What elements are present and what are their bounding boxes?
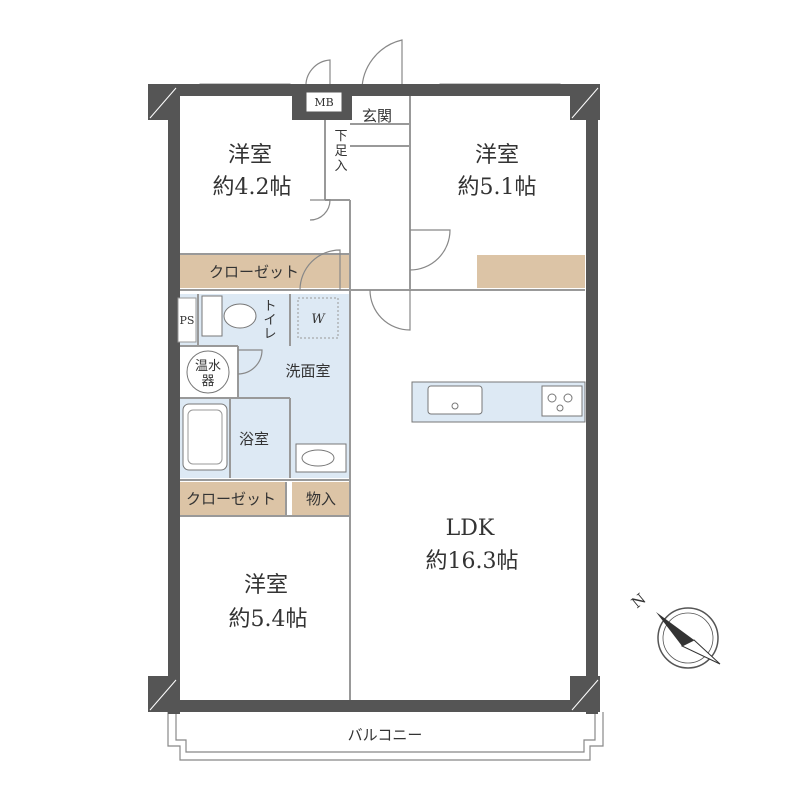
room-ne-area: 約5.1帖 [458,175,537,200]
closet-ne [477,255,585,288]
closet-upper [178,255,350,288]
compass-icon [656,607,721,669]
storage [292,482,350,515]
bath-label: 浴室 [239,430,269,448]
room-nw-area: 約4.2帖 [213,175,292,200]
washroom-label: 洗面室 [285,362,330,380]
mb-box [305,91,343,113]
water-heater-label-1: 温水 [195,359,221,374]
toilet-label-3: レ [263,327,276,342]
mb-label: MB [314,96,333,109]
washer-space [297,297,339,339]
room-sw-name: 洋室 [244,573,288,598]
closet-upper-label: クローゼット [209,263,299,281]
closet-lower [178,482,286,515]
shoe-label-2: 足 [334,144,347,159]
toilet-fixture [201,295,257,337]
ps-box [177,297,197,343]
closet-lower-label: クローゼット [186,490,276,508]
doors [237,39,451,375]
water-heater [186,350,230,394]
genkan-label: 玄関 [362,107,392,125]
shoe-label-1: 下 [334,129,347,144]
room-nw-name: 洋室 [228,143,272,168]
balcony [167,712,604,761]
toilet-label-2: イ [263,313,276,328]
room-ldk-area: 約16.3帖 [426,549,519,574]
room-sw-area: 約5.4帖 [229,607,308,632]
ps-label: PS [180,314,195,327]
washer-label: W [311,312,326,327]
kitchen-counter [411,381,586,423]
compass-label: N [628,590,650,612]
exterior-walls [148,84,600,714]
room-ne-name: 洋室 [475,143,519,168]
shoe-label-3: 入 [334,159,347,174]
balcony-label: バルコニー [348,726,423,744]
wall-hatches [149,87,599,711]
water-heater-label-2: 器 [201,374,214,389]
washbasin [295,443,347,473]
room-ldk-name: LDK [446,516,495,541]
storage-label: 物入 [306,490,336,508]
interior-walls [178,96,585,700]
toilet-label-1: ト [263,299,276,314]
bathtub [182,403,228,471]
